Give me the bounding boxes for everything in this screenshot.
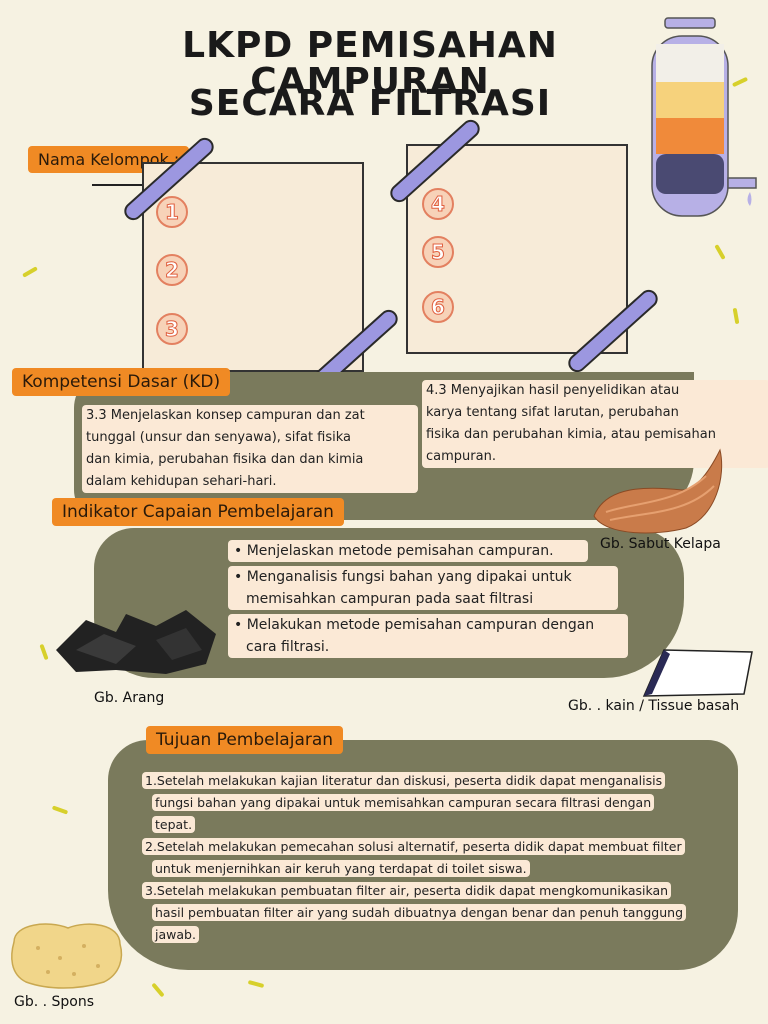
indikator-item-line: cara filtrasi. — [246, 639, 330, 655]
decor-dash — [732, 307, 740, 325]
kd-4-3-line: karya tentang sifat larutan, perubahan — [426, 405, 679, 420]
cloth-tissue-image — [642, 649, 753, 697]
decor-dash — [51, 805, 69, 815]
tujuan-section-label: Tujuan Pembelajaran — [146, 726, 344, 754]
kd-3-3-line: dan kimia, perubahan fisika dan dan kimi… — [86, 452, 364, 467]
charcoal-image — [56, 610, 216, 674]
indikator-item-line: • Melakukan metode pemisahan campuran de… — [234, 617, 595, 633]
member-number-6: 6 — [422, 291, 454, 323]
tujuan-line: 1.Setelah melakukan kajian literatur dan… — [142, 770, 736, 792]
kd-4-3-text: 4.3 Menyajikan hasil penyelidikan atau k… — [422, 380, 768, 468]
kain-caption: Gb. . kain / Tissue basah — [568, 698, 740, 714]
tujuan-list: 1.Setelah melakukan kajian literatur dan… — [142, 770, 736, 946]
kd-3-3-line: 3.3 Menjelaskan konsep campuran dan zat — [86, 408, 365, 423]
indikator-text: Menganalisis fungsi bahan yang dipakai u… — [246, 569, 572, 585]
decor-dash — [714, 244, 726, 260]
indikator-item-2: • Menganalisis fungsi bahan yang dipakai… — [228, 566, 618, 610]
kd-3-3-text: 3.3 Menjelaskan konsep campuran dan zat … — [82, 405, 418, 493]
decor-dash — [151, 982, 165, 998]
arang-caption: Gb. Arang — [94, 690, 165, 706]
kd-4-3-line: campuran. — [426, 449, 496, 464]
member-number-2: 2 — [156, 254, 188, 286]
indikator-item-3: • Melakukan metode pemisahan campuran de… — [228, 614, 628, 658]
tujuan-line: 2.Setelah melakukan pemecahan solusi alt… — [142, 836, 736, 858]
kd-3-3-line: tunggal (unsur dan senyawa), sifat fisik… — [86, 430, 352, 445]
tujuan-line: hasil pembuatan filter air yang sudah di… — [142, 902, 736, 924]
tujuan-line: tepat. — [142, 814, 736, 836]
member-number-4: 4 — [422, 188, 454, 220]
coconut-husk-image — [593, 448, 723, 534]
indikator-text: Melakukan metode pemisahan campuran deng… — [246, 617, 595, 633]
decor-dash — [247, 979, 265, 989]
member-number-1: 1 — [156, 196, 188, 228]
kd-4-3-line: 4.3 Menyajikan hasil penyelidikan atau — [426, 383, 680, 398]
sponge-image — [11, 923, 123, 989]
indikator-text: Menjelaskan metode pemisahan campuran. — [246, 543, 554, 559]
sabut-caption: Gb. Sabut Kelapa — [600, 536, 721, 552]
indikator-item-1: • Menjelaskan metode pemisahan campuran. — [228, 540, 588, 562]
member-number-3: 3 — [156, 313, 188, 345]
tujuan-line: jawab. — [142, 924, 736, 946]
kd-4-3-line: fisika dan perubahan kimia, atau pemisah… — [426, 427, 716, 442]
tujuan-line: untuk menjernihkan air keruh yang terdap… — [142, 858, 736, 880]
indikator-section-label: Indikator Capaian Pembelajaran — [52, 498, 344, 526]
indikator-item-line: • Menjelaskan metode pemisahan campuran. — [234, 543, 554, 559]
page-title-line-2: SECARA FILTRASI — [188, 83, 552, 124]
tujuan-line: 3.Setelah melakukan pembuatan filter air… — [142, 880, 736, 902]
indikator-item-line: memisahkan campuran pada saat filtrasi — [246, 591, 534, 607]
page-title-line-1: LKPD PEMISAHAN CAMPURAN — [182, 25, 558, 102]
kd-3-3-line: dalam kehidupan sehari-hari. — [86, 474, 277, 489]
member-number-5: 5 — [422, 236, 454, 268]
group-name-underline — [92, 184, 148, 186]
kd-section-label: Kompetensi Dasar (KD) — [12, 368, 231, 396]
decor-dash — [22, 266, 38, 278]
indikator-item-line: • Menganalisis fungsi bahan yang dipakai… — [234, 569, 572, 585]
spons-caption: Gb. . Spons — [14, 994, 95, 1010]
tujuan-line: fungsi bahan yang dipakai untuk memisahk… — [142, 792, 736, 814]
filter-column-illustration — [651, 17, 757, 217]
